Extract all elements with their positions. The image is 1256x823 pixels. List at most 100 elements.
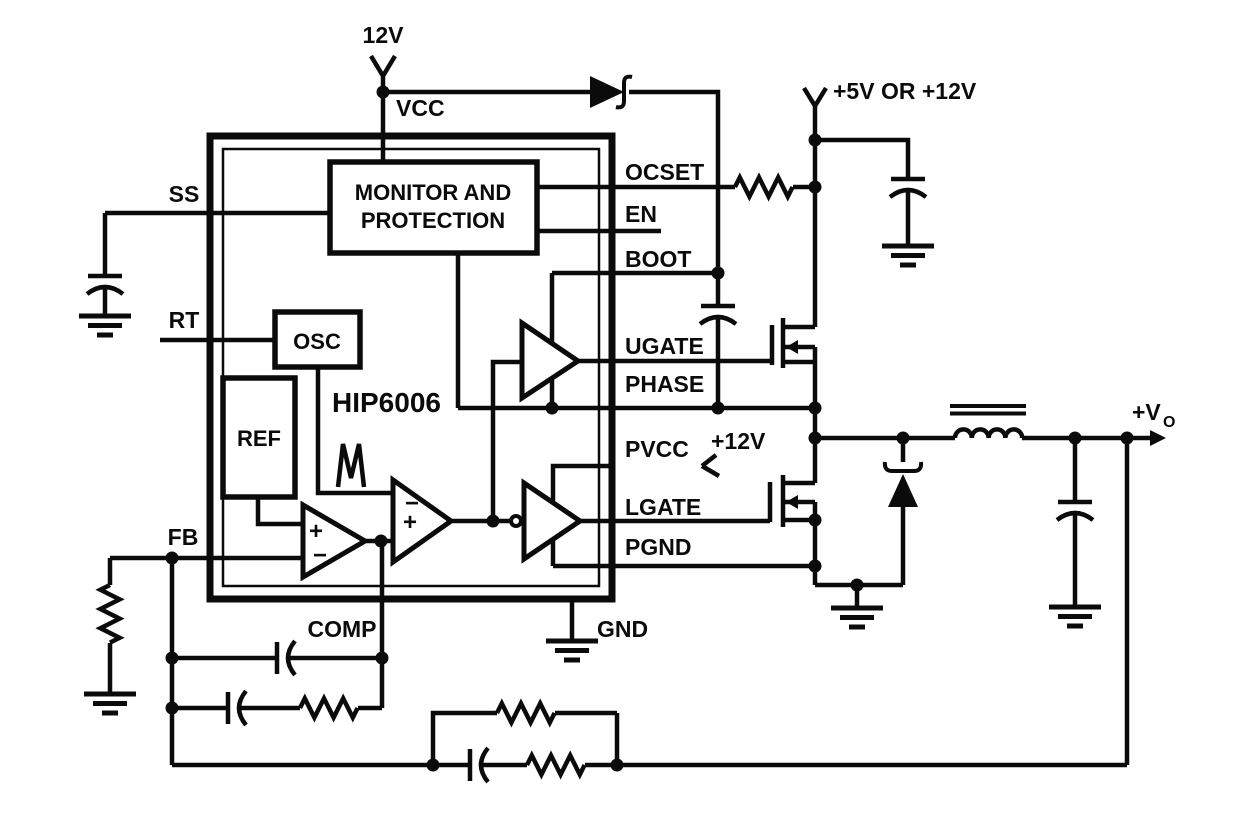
lower-fet-body-arrow	[786, 495, 798, 509]
fb-series-resistor	[524, 750, 587, 780]
pin-label-ocset: OCSET	[625, 159, 704, 185]
osc-wires	[160, 337, 393, 496]
error-amplifier: + −	[300, 500, 393, 582]
input-decoupling-capacitor	[888, 176, 928, 246]
ground-gnd-pin	[546, 638, 598, 663]
vcc-wires	[369, 54, 721, 273]
input-rail-wires	[802, 86, 911, 327]
pwm-minus-mark: −	[405, 490, 419, 517]
output-terminal: +V O	[1124, 399, 1175, 765]
inductor-core-bars	[950, 404, 1026, 416]
bootstrap-schottky-diode	[590, 74, 633, 110]
ocset-resistor	[732, 172, 795, 202]
inductor-coil	[952, 427, 1025, 439]
ic-part-number: HIP6006	[332, 387, 441, 418]
lower-driver-wires	[550, 463, 770, 566]
inverter-bubble	[509, 514, 523, 528]
block-osc: OSC RT	[160, 307, 393, 496]
upper-mosfet	[769, 318, 818, 438]
pin-label-en: EN	[625, 201, 657, 227]
boot-wire	[549, 270, 718, 343]
ocset-network: OCSET	[537, 159, 815, 202]
lower-driver-triangle	[521, 478, 585, 564]
upper-gate-driver	[490, 318, 583, 521]
freewheeling-diode	[882, 438, 924, 585]
pvcc-supply-label: +12V	[711, 428, 766, 454]
bootstrap-capacitor	[698, 273, 738, 408]
pgnd-net: PGND	[553, 534, 815, 569]
diode-triangle	[888, 474, 918, 507]
comp-branch2-resistor	[297, 693, 360, 723]
error-amp-minus-mark: −	[313, 542, 327, 569]
fb-lower-resistor	[95, 582, 125, 645]
ground-soft-start	[79, 313, 131, 338]
fb-series-wires	[172, 746, 1127, 784]
fb-parallel-wires	[430, 710, 620, 765]
bootstrap-cap-wires	[698, 273, 738, 408]
en-pin: EN	[537, 201, 661, 234]
gnd-pin: GND	[569, 600, 648, 642]
pin-label-fb: FB	[168, 524, 199, 550]
ref-output-wire	[255, 497, 303, 527]
monitor-label-line2: PROTECTION	[361, 208, 505, 233]
supply-12v-label: 12V	[363, 22, 405, 48]
ground-symbols	[79, 243, 1101, 716]
lower-gate-driver: PVCC LGATE	[509, 436, 770, 566]
diode-triangle	[590, 76, 624, 108]
output-inductor	[815, 404, 1150, 441]
input-supply-rail: +5V OR +12V	[802, 78, 977, 327]
ugate-net: UGATE	[578, 333, 772, 364]
compensation-network: COMP	[172, 541, 385, 727]
schottky-cathode-bar	[615, 74, 633, 110]
error-amp-triangle	[300, 500, 370, 582]
feedback-divider: FB	[95, 524, 303, 765]
ref-label: REF	[237, 426, 281, 451]
boot-pin: BOOT	[549, 246, 718, 343]
pvcc-chevron	[700, 453, 721, 478]
output-cap-wires	[1055, 438, 1095, 607]
pin-label-phase: PHASE	[625, 371, 704, 397]
pin-label-vcc: VCC	[396, 95, 445, 121]
upper-fet-body-arrow	[786, 340, 798, 354]
pin-label-ugate: UGATE	[625, 333, 704, 359]
monitor-box	[327, 159, 540, 256]
ground-power-stage	[831, 605, 883, 630]
ground-output-cap	[1049, 604, 1101, 629]
input-rail-label: +5V OR +12V	[833, 78, 977, 104]
ground-fb-divider	[84, 691, 136, 716]
block-monitor-protection: MONITOR AND PROTECTION	[327, 159, 540, 256]
junction-dots	[165, 85, 1134, 772]
pin-label-rt: RT	[169, 307, 200, 333]
ic-border-outer	[206, 132, 616, 603]
pin-label-pvcc: PVCC	[625, 436, 689, 462]
block-ref: REF	[220, 375, 303, 527]
monitor-label-line1: MONITOR AND	[355, 180, 511, 205]
comp-branch2-wires	[172, 689, 382, 727]
ground-input-cap	[882, 243, 934, 268]
pwm-plus-mark: +	[403, 509, 417, 536]
error-amp-plus-mark: +	[309, 518, 323, 545]
upper-fet-stubs	[783, 324, 818, 438]
pin-label-gnd: GND	[597, 616, 648, 642]
driver-input-column	[490, 359, 522, 521]
soft-start-wires	[85, 210, 330, 316]
output-label: +V	[1132, 399, 1161, 425]
pin-label-lgate: LGATE	[625, 494, 701, 520]
feedback-network	[172, 698, 1127, 784]
ic-border-inner	[221, 147, 601, 588]
schottky-cathode-bar	[882, 461, 924, 473]
supply-12v: 12V VCC	[363, 22, 721, 273]
pwm-comparator: − +	[390, 475, 511, 567]
output-capacitor	[1055, 438, 1095, 607]
pin-label-pgnd: PGND	[625, 534, 691, 560]
comp-branch1-capacitor	[172, 639, 382, 677]
pwm-comparator-triangle	[390, 475, 456, 567]
pin-label-boot: BOOT	[625, 246, 691, 272]
fb-parallel-resistor	[494, 698, 557, 728]
phase-net: PHASE	[455, 253, 815, 411]
sawtooth-waveform-icon	[335, 443, 367, 488]
pin-label-comp: COMP	[308, 616, 377, 642]
output-label-subscript: O	[1163, 414, 1175, 431]
